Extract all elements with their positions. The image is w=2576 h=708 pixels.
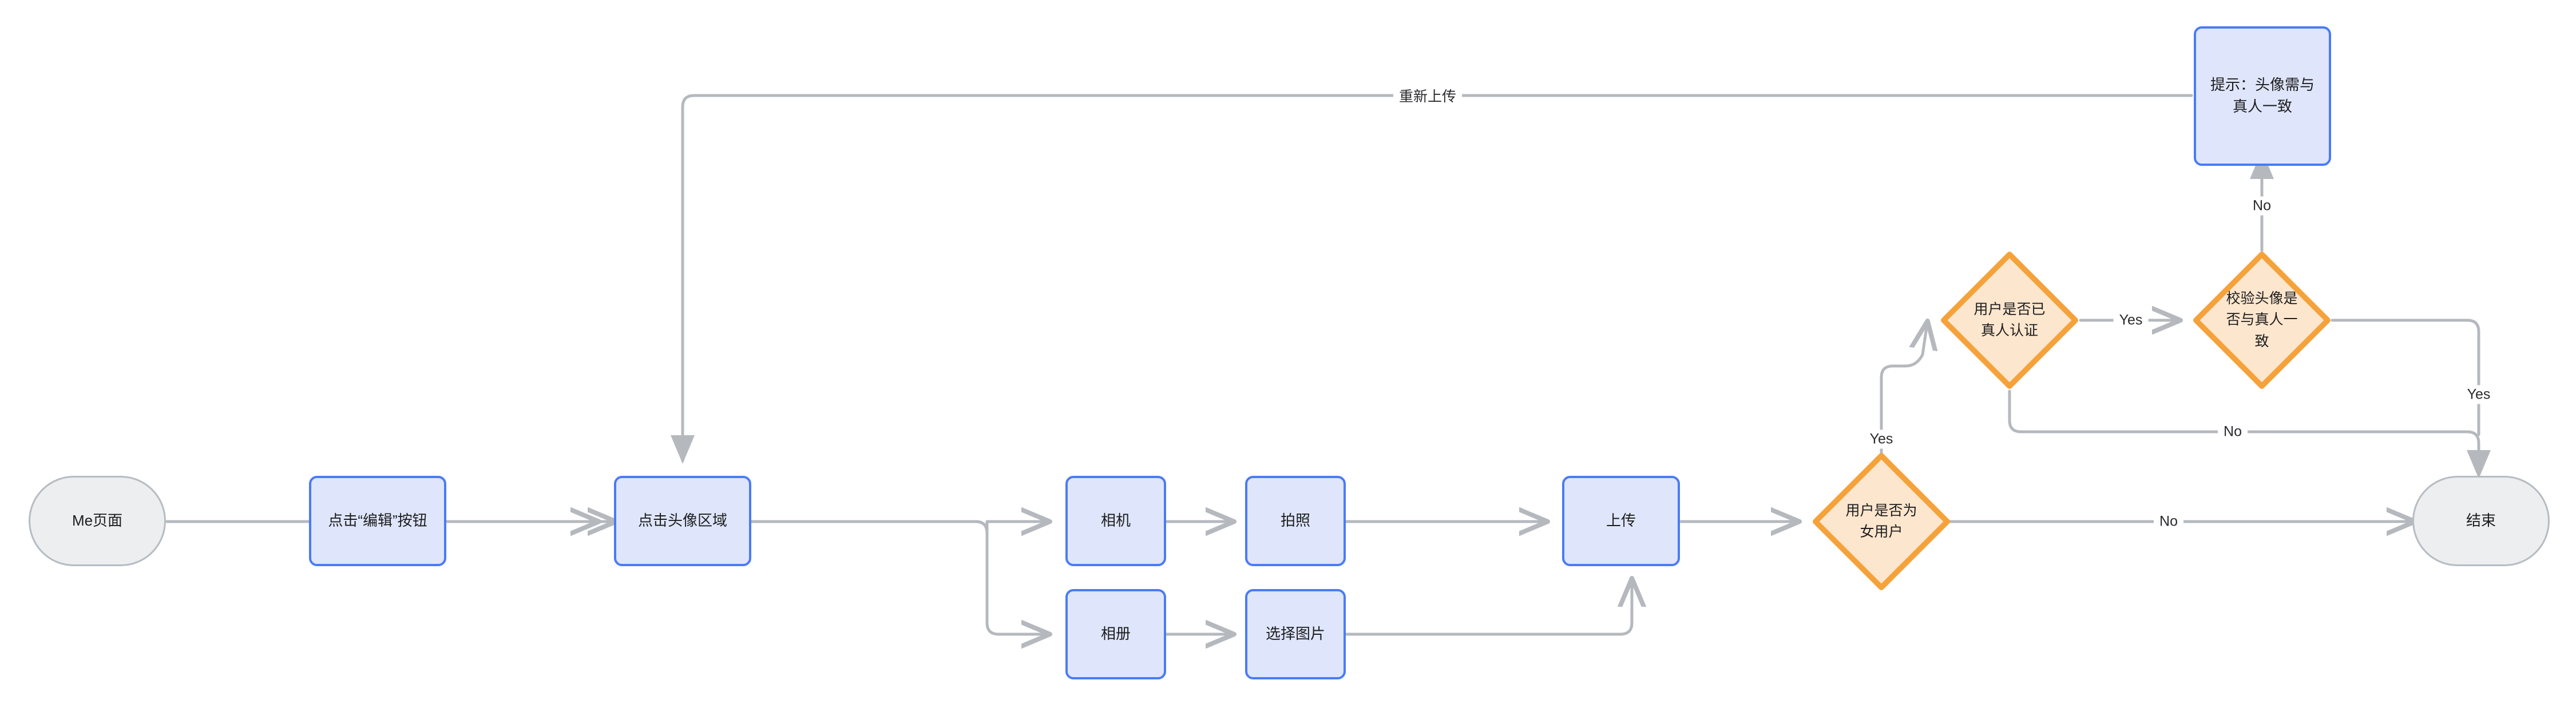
edge-isfemale-yes-to-isreal: [1880, 324, 1927, 481]
edge-label-face-match-no: No: [2247, 196, 2277, 216]
node-avatar-area-step-label: 点击头像区域: [637, 512, 727, 530]
edge-avatar-to-camera: [749, 522, 1047, 533]
node-end-label: 结束: [2466, 512, 2496, 530]
node-tip-avatar-must-match[interactable]: 提示：头像需与真人一致: [2194, 26, 2331, 166]
node-decision-is-female[interactable]: 用户是否为女用户: [1813, 453, 1950, 590]
edge-label-reupload: 重新上传: [1393, 84, 1463, 107]
diamond-shape-is-female: [1813, 453, 1950, 590]
edge-label-verified-no: No: [2218, 422, 2248, 441]
node-pick-image-label: 选择图片: [1265, 625, 1325, 643]
node-decision-face-match-label: 校验头像是否与真人一致: [2226, 290, 2298, 349]
edge-checkface-yes-to-end: [2331, 319, 2480, 436]
node-album[interactable]: 相册: [1065, 589, 1166, 679]
node-take-photo-label: 拍照: [1280, 512, 1310, 530]
node-edit-button-step[interactable]: 点击“编辑”按钮: [309, 476, 446, 566]
node-edit-button-step-label: 点击“编辑”按钮: [328, 512, 427, 530]
diamond-shape-face-match: [2193, 252, 2331, 389]
node-camera[interactable]: 相机: [1065, 476, 1166, 566]
node-upload[interactable]: 上传: [1562, 476, 1680, 566]
node-pick-image[interactable]: 选择图片: [1245, 589, 1346, 679]
node-avatar-area-step[interactable]: 点击头像区域: [614, 476, 751, 566]
edge-label-verified-yes: Yes: [2113, 311, 2149, 330]
node-start[interactable]: Me页面: [29, 476, 166, 566]
node-decision-face-match[interactable]: 校验头像是否与真人一致: [2193, 252, 2331, 389]
node-decision-is-female-label: 用户是否为女用户: [1845, 502, 1917, 540]
edge-avatar-to-album: [974, 520, 1047, 634]
edge-pick-to-upload: [1344, 581, 1632, 636]
diamond-shape-is-verified: [1941, 252, 2078, 389]
node-decision-is-verified-label: 用户是否已真人认证: [1973, 301, 2046, 339]
edge-label-face-match-yes: Yes: [2461, 385, 2496, 404]
node-take-photo[interactable]: 拍照: [1245, 476, 1346, 566]
node-upload-label: 上传: [1606, 512, 1636, 530]
node-start-label: Me页面: [72, 512, 123, 530]
node-end[interactable]: 结束: [2412, 476, 2550, 566]
edge-label-female-yes: Yes: [1864, 429, 1899, 449]
node-album-label: 相册: [1100, 625, 1131, 643]
node-tip-avatar-must-match-label: 提示：头像需与真人一致: [2210, 76, 2315, 115]
node-decision-is-verified[interactable]: 用户是否已真人认证: [1941, 252, 2078, 389]
edge-label-female-no: No: [2154, 512, 2183, 531]
node-camera-label: 相机: [1100, 512, 1131, 530]
edge-tip-to-avatar-reupload: [671, 94, 2193, 464]
